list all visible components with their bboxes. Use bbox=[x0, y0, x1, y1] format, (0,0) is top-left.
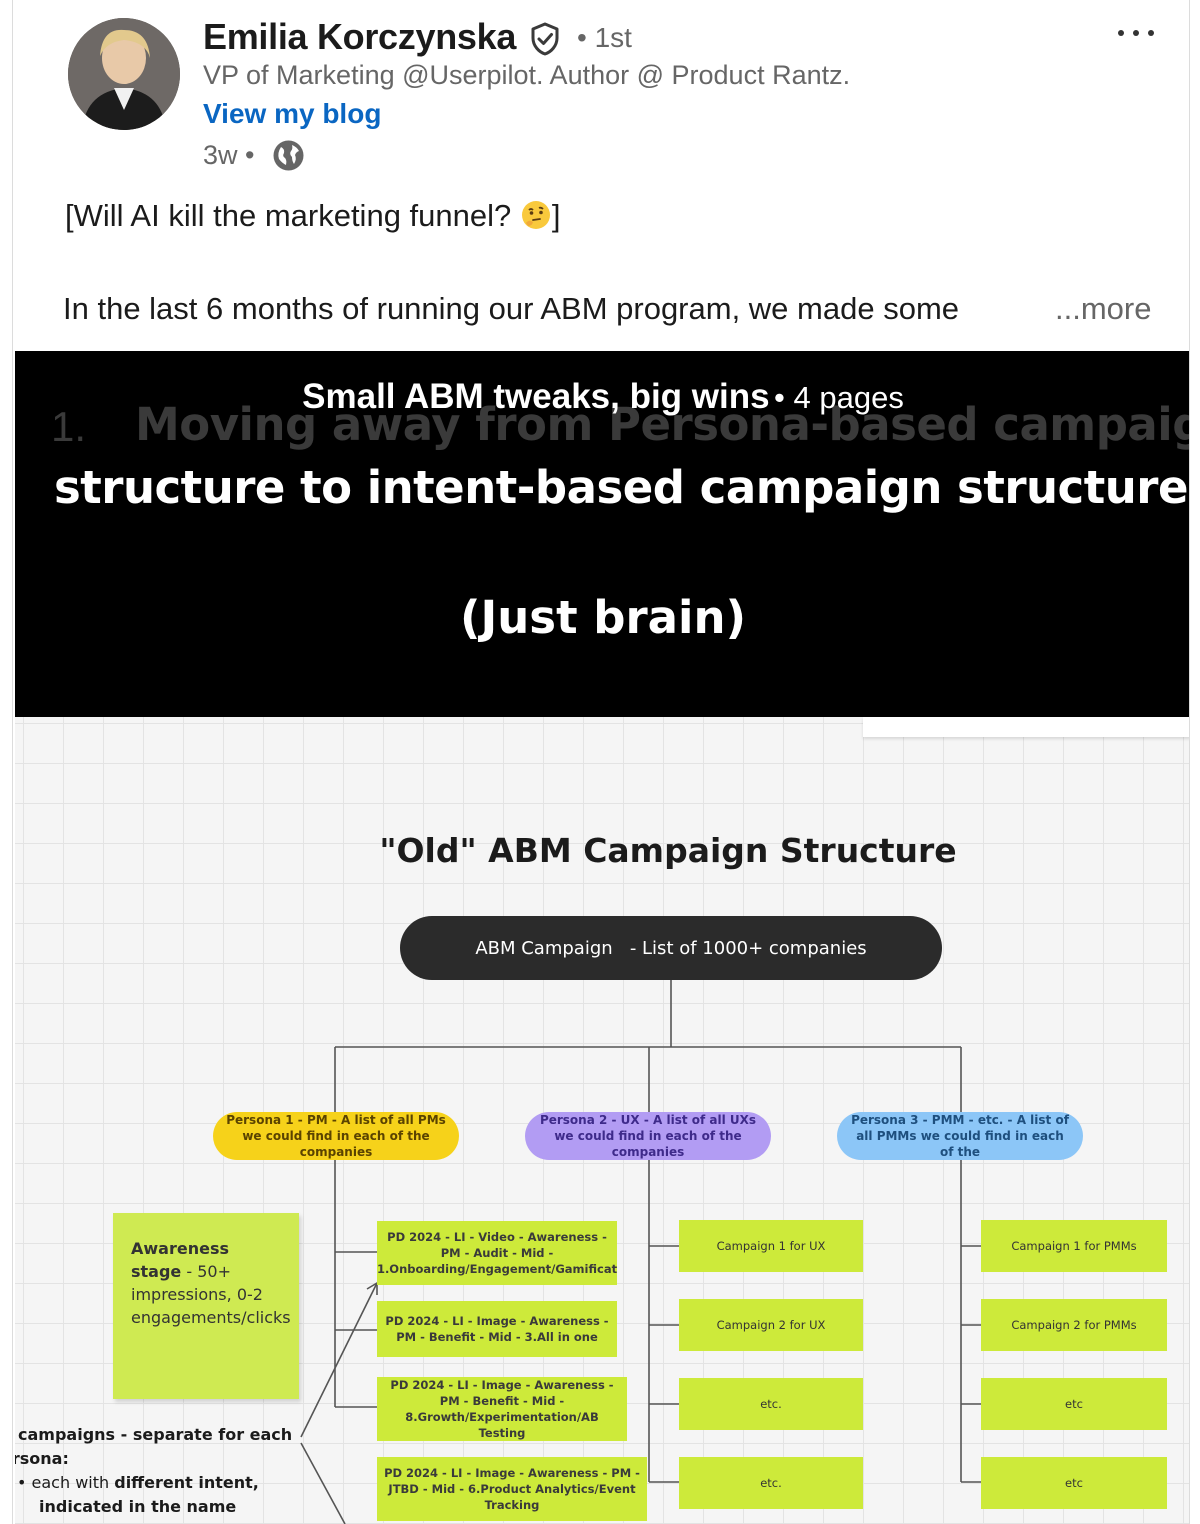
persona-3-node: Persona 3 - PMM - etc. - A list of all P… bbox=[837, 1112, 1083, 1160]
slide-heading-line-1: Moving away from Persona-based campaign bbox=[135, 398, 1190, 451]
ux-campaign-node: etc. bbox=[679, 1378, 863, 1430]
pmm-campaign-node: etc bbox=[981, 1378, 1167, 1430]
slide-number: 1. bbox=[51, 403, 87, 450]
persona-2-node: Persona 2 - UX - A list of all UXs we co… bbox=[525, 1112, 771, 1160]
persona-1-node: Persona 1 - PM - A list of all PMs we co… bbox=[213, 1112, 459, 1160]
sticky-note-heading: Awareness stage bbox=[131, 1239, 229, 1281]
post-timestamp: 3w • bbox=[203, 140, 255, 170]
slide-heading-line-3: (Just brain) bbox=[459, 591, 747, 644]
pmm-campaign-node: Campaign 2 for PMMs bbox=[981, 1299, 1167, 1351]
annotation-line-3a: • each with bbox=[17, 1473, 115, 1492]
board-panel bbox=[863, 717, 1189, 737]
view-blog-link[interactable]: View my blog bbox=[203, 98, 382, 129]
pm-campaign-node: PD 2024 - LI - Image - Awareness - PM - … bbox=[377, 1301, 617, 1357]
sticky-note-body: - 50+ impressions, 0-2 engagements/click… bbox=[131, 1262, 291, 1327]
document-title: Small ABM tweaks, big wins bbox=[302, 377, 770, 416]
verified-shield-icon bbox=[531, 22, 559, 56]
pmm-campaign-node: etc bbox=[981, 1457, 1167, 1509]
author-headline: VP of Marketing @Userpilot. Author @ Pro… bbox=[203, 60, 851, 90]
thinking-face-emoji-icon bbox=[521, 201, 550, 229]
ux-campaign-node: Campaign 2 for UX bbox=[679, 1299, 863, 1351]
document-slide-1[interactable]: 1. Moving away from Persona-based campai… bbox=[15, 351, 1190, 717]
author-name[interactable]: Emilia Korczynska bbox=[203, 16, 517, 57]
post-text-bracket: ] bbox=[551, 198, 561, 233]
document-title-bar: Small ABM tweaks, big wins • 4 pages bbox=[15, 377, 1189, 417]
annotation-line-1: d campaigns - separate for each bbox=[15, 1425, 293, 1444]
campaign-annotation: d campaigns - separate for each ersona: … bbox=[15, 1423, 292, 1519]
annotation-line-3b: different intent, bbox=[114, 1473, 259, 1492]
annotation-line-4: indicated in the name bbox=[39, 1497, 237, 1516]
post-text-question: [Will AI kill the marketing funnel? bbox=[65, 198, 520, 233]
ux-campaign-node: Campaign 1 for UX bbox=[679, 1220, 863, 1272]
ux-campaign-node: etc. bbox=[679, 1457, 863, 1509]
pm-campaign-node: PD 2024 - LI - Video - Awareness - PM - … bbox=[377, 1221, 617, 1285]
pm-campaign-node: PD 2024 - LI - Image - Awareness - PM - … bbox=[377, 1457, 647, 1521]
annotation-line-2: ersona: bbox=[15, 1449, 69, 1468]
post-text-line-1: [Will AI kill the marketing funnel? ] bbox=[65, 198, 560, 234]
pmm-campaign-node: Campaign 1 for PMMs bbox=[981, 1220, 1167, 1272]
abm-campaign-root-node: ABM Campaign - List of 1000+ companies bbox=[400, 916, 942, 980]
slide-heading-line-2: structure to intent-based campaign struc… bbox=[53, 461, 1189, 514]
post-options-menu-icon[interactable] bbox=[1111, 18, 1161, 48]
post-text-line-2: In the last 6 months of running our ABM … bbox=[63, 291, 960, 326]
see-more-button[interactable]: ...more bbox=[1055, 291, 1152, 326]
connection-degree: • 1st bbox=[577, 22, 632, 53]
whiteboard-diagram: "Old" ABM Campaign Structure bbox=[15, 717, 1189, 1524]
feed-post-card: Emilia Korczynska • 1st VP of Marketing … bbox=[12, 0, 1190, 1524]
awareness-sticky-note: Awareness stage - 50+ impressions, 0-2 e… bbox=[113, 1213, 299, 1399]
pm-campaign-node: PD 2024 - LI - Image - Awareness - PM - … bbox=[377, 1377, 627, 1441]
document-page-count: • 4 pages bbox=[774, 380, 904, 415]
diagram-title: "Old" ABM Campaign Structure bbox=[379, 831, 957, 870]
author-avatar[interactable] bbox=[68, 18, 180, 130]
globe-icon bbox=[273, 140, 304, 171]
